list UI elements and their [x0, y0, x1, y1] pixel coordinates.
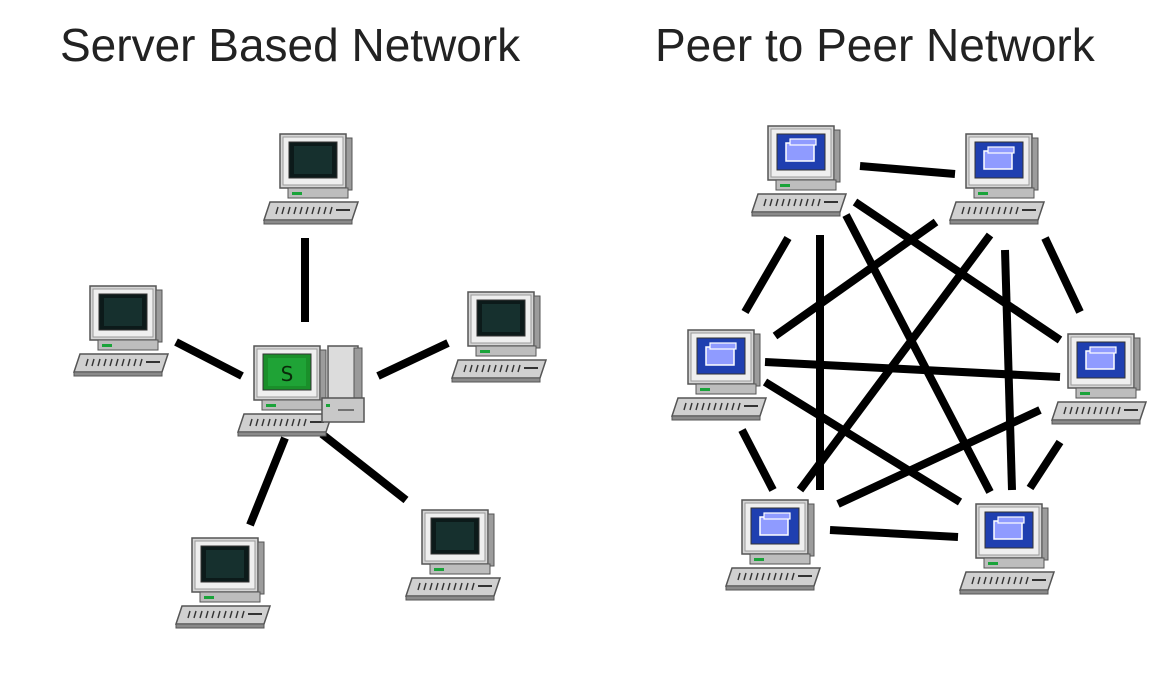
- link-server-bottom-right: [319, 430, 409, 504]
- link-p4-p6: [1026, 439, 1064, 491]
- peer-computer-6-icon: [960, 504, 1054, 594]
- server-based-network-title: Server Based Network: [60, 19, 521, 71]
- server-screen-letter: S: [281, 362, 294, 386]
- peer-links: [738, 162, 1084, 541]
- server-computer-icon: S: [237, 345, 365, 437]
- link-p2-p6: [1001, 249, 1016, 491]
- peer-computer-1-icon: [752, 126, 846, 216]
- server-tower-icon: [321, 345, 365, 423]
- peer-computer-4-icon: [1052, 334, 1146, 424]
- link-p5-p6: [829, 526, 959, 541]
- client-computer-bottom-right-icon: [406, 510, 500, 600]
- link-server-right: [376, 339, 450, 380]
- peer-computer-2-icon: [950, 134, 1044, 224]
- link-p3-p5: [738, 428, 777, 492]
- peer-to-peer-network-title: Peer to Peer Network: [655, 19, 1095, 71]
- link-p1-p4: [852, 198, 1063, 344]
- link-p3-p4: [764, 358, 1061, 381]
- link-p1-p3: [741, 235, 792, 315]
- link-p4-p5: [836, 406, 1042, 508]
- link-p1-p2: [859, 162, 956, 178]
- link-p2-p5: [796, 232, 994, 493]
- link-server-bottom-left: [246, 436, 289, 527]
- peer-computer-3-icon: [672, 330, 766, 420]
- client-computer-bottom-left-icon: [176, 538, 270, 628]
- client-computer-left-icon: [74, 286, 168, 376]
- peer-computer-5-icon: [726, 500, 820, 590]
- link-p2-p3: [772, 218, 939, 340]
- link-p2-p4: [1041, 236, 1084, 314]
- client-computer-top-icon: [264, 134, 358, 224]
- link-p3-p6: [762, 378, 963, 506]
- link-server-left: [174, 338, 244, 380]
- link-p1-p6: [842, 213, 994, 494]
- server-links: [174, 238, 450, 527]
- client-computer-right-icon: [452, 292, 546, 382]
